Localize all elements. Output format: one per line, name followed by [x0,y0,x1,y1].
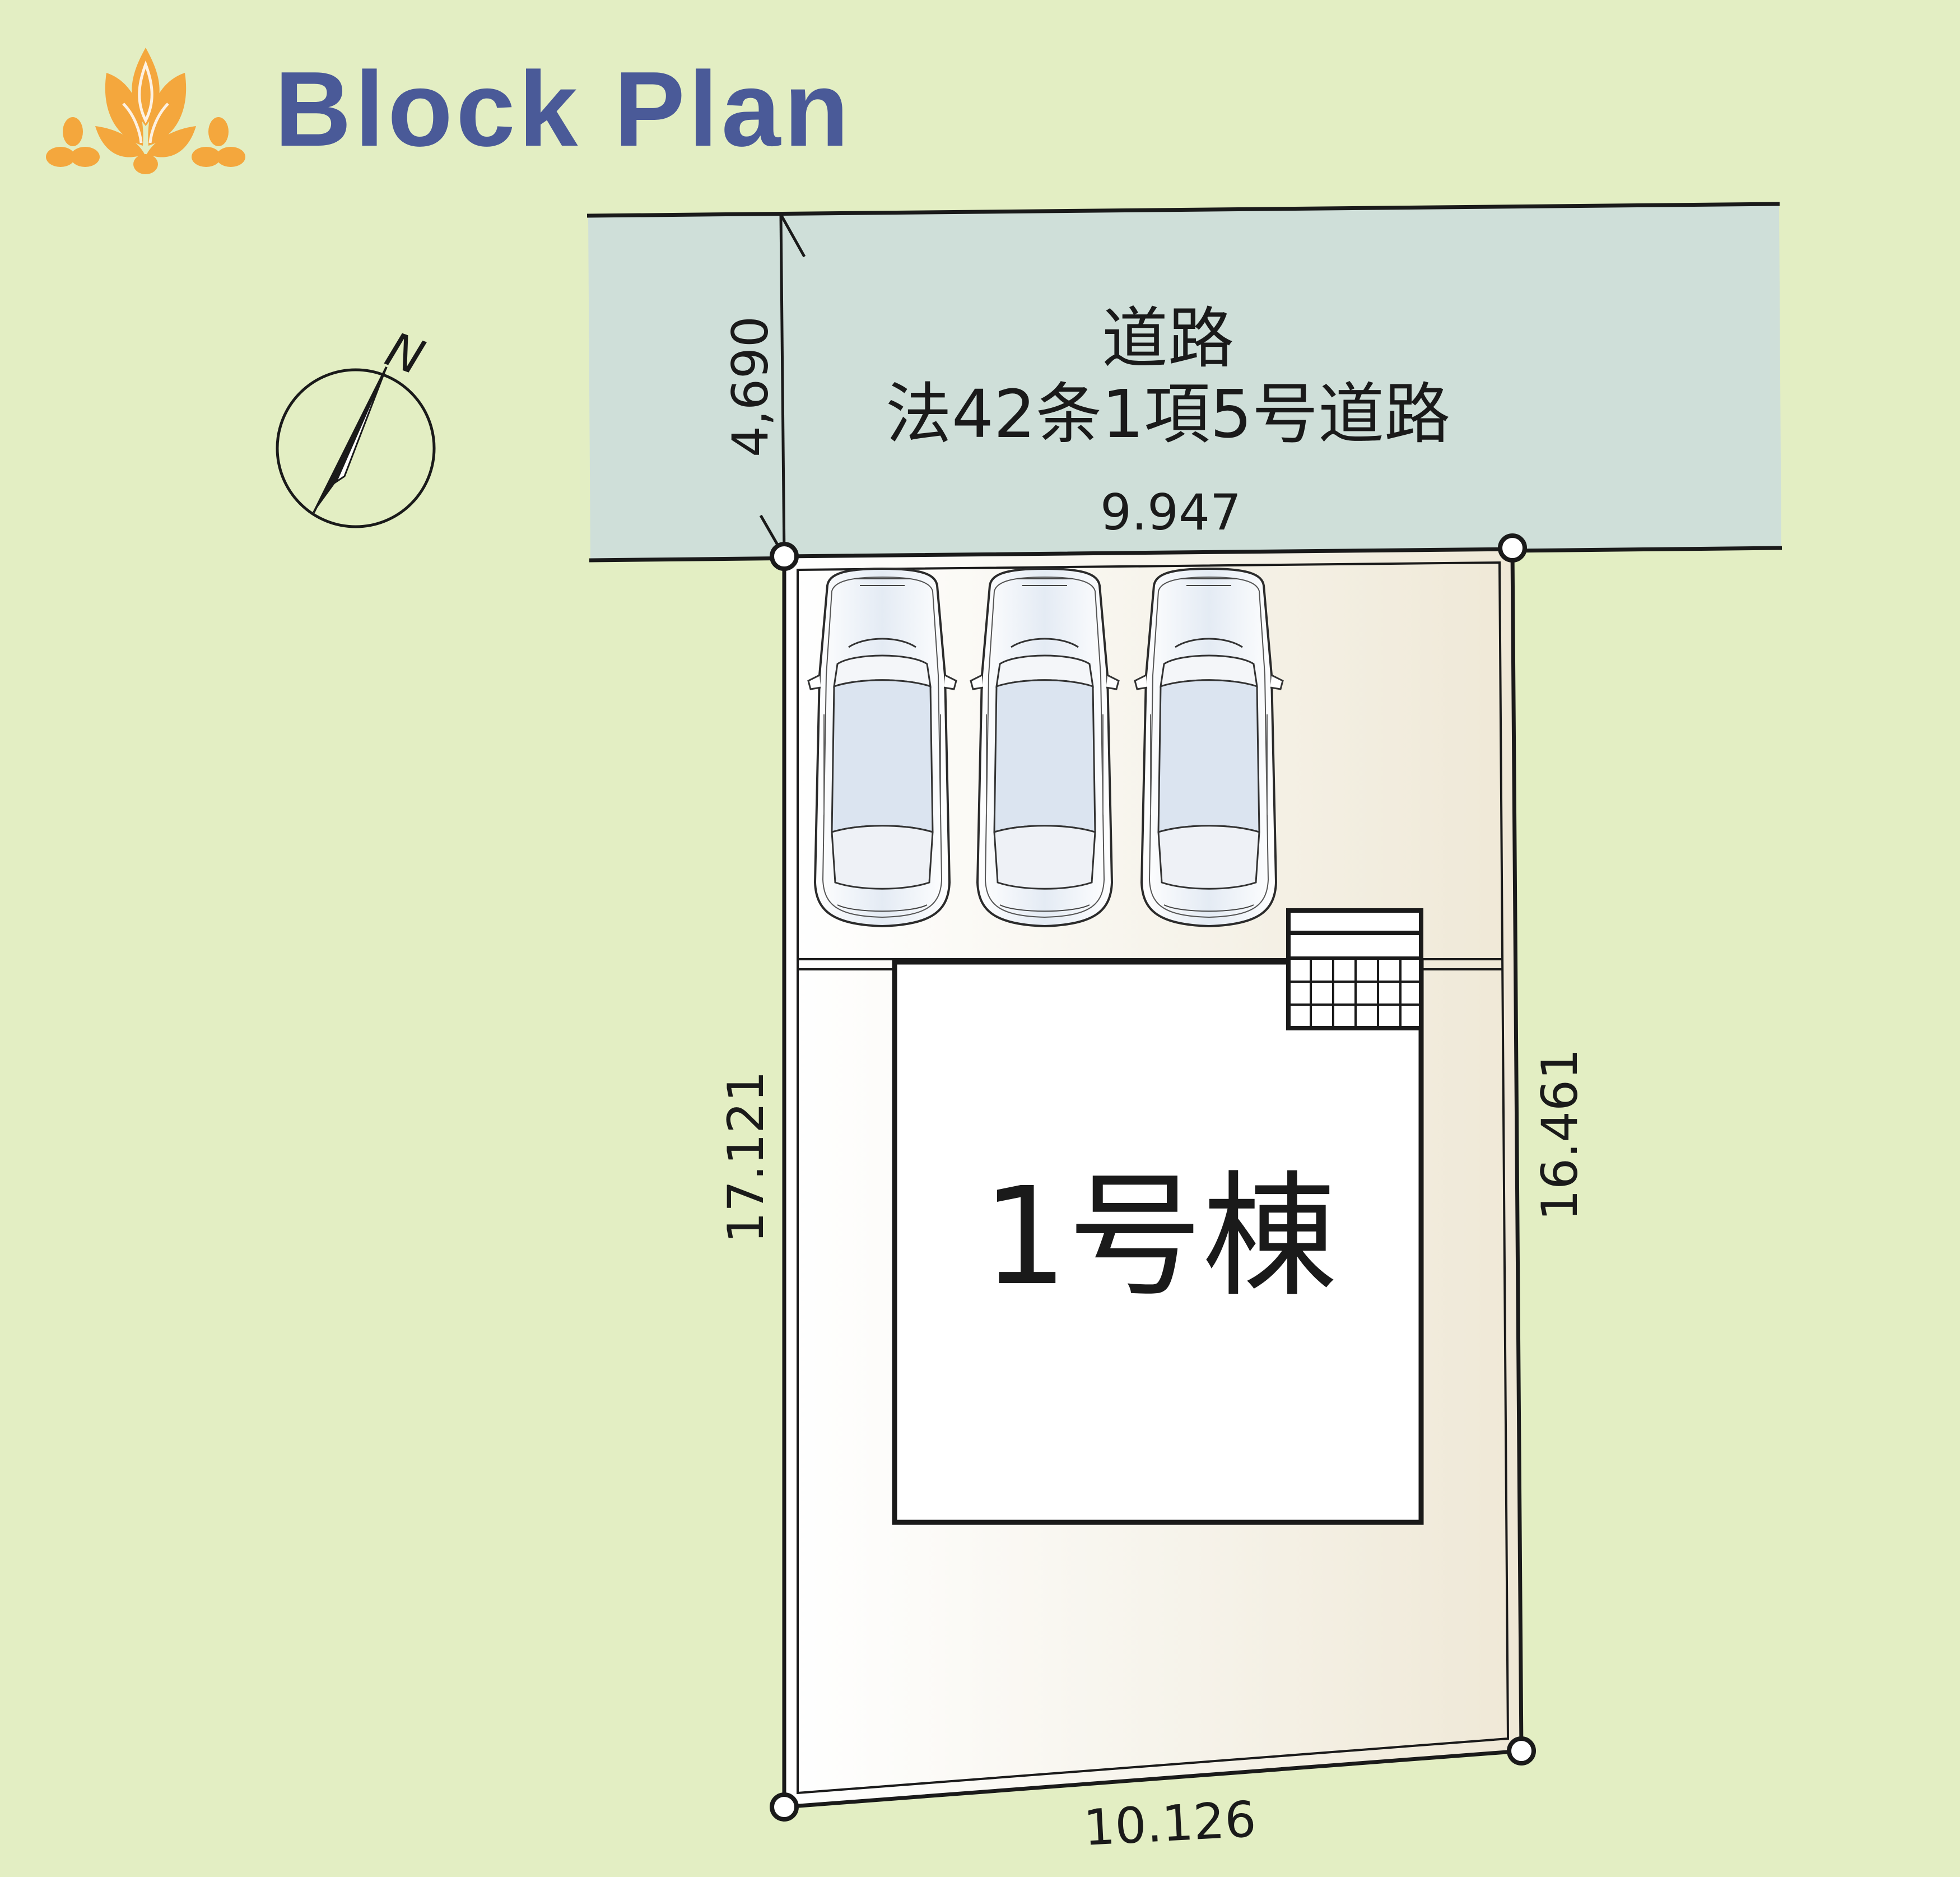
corner-marker [1498,533,1527,563]
parking-car-3 [1134,568,1284,927]
right-side-length: 16.461 [1531,1048,1589,1221]
corner-marker [770,1792,799,1822]
road-width-dimension-line [779,214,786,557]
corner-marker [770,542,799,571]
road-name: 道路 [1102,300,1234,377]
page-title: Block Plan [274,50,853,169]
lotus-logo-icon [46,48,245,174]
rear-side-length: 10.126 [1082,1790,1258,1857]
page-header: Block Plan [39,42,852,176]
compass-north-label: N [379,322,431,387]
lot-boundary-inner [797,561,1510,1795]
road-edge-top [586,202,1780,218]
parking-car-1 [807,568,957,927]
corner-marker [1507,1736,1536,1766]
north-arrow-icon [276,366,436,528]
dimension-tick [779,213,806,258]
road-area [588,204,1781,559]
road-width-label: 4,690 [721,316,779,457]
building-label: 1号棟 [983,1158,1337,1315]
frontage-label: 9.947 [1100,484,1241,541]
road-classification: 法42条1項5号道路 [886,375,1450,453]
entrance-steps [1286,908,1423,1030]
parking-car-2 [970,568,1120,927]
building-footprint [892,959,1424,1525]
left-side-length: 17.121 [717,1071,775,1243]
